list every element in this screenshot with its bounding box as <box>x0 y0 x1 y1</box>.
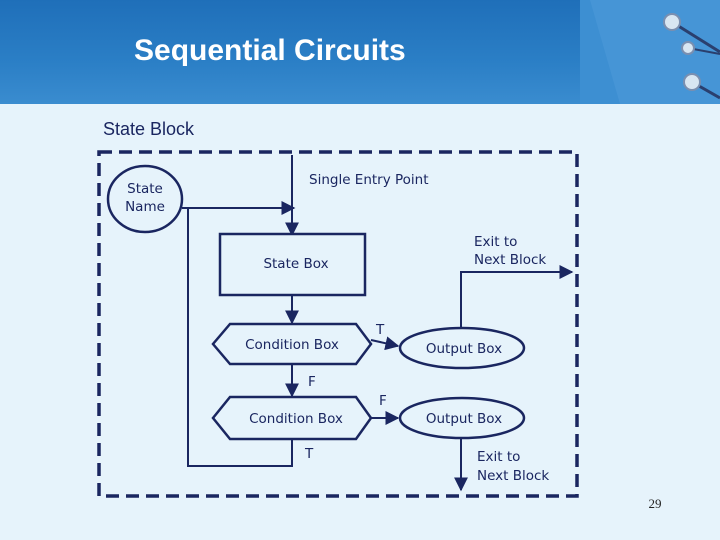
condition-box-2-label: Condition Box <box>249 411 343 427</box>
slide-subtitle: State Block <box>103 119 195 139</box>
exit-1-label-line2: Next Block <box>474 252 546 268</box>
state-box <box>218 232 367 297</box>
false-label-2: F <box>379 393 387 409</box>
exit-1-label-line1: Exit to <box>474 234 517 250</box>
condition-box-1-label: Condition Box <box>245 337 339 353</box>
state-box-label: State Box <box>263 256 328 272</box>
condition-1-true-arrow <box>370 336 400 351</box>
true-label-1: T <box>375 322 385 338</box>
slide-title: Sequential Circuits <box>134 34 406 67</box>
exit-1-arrow <box>460 265 574 345</box>
state-name-label-line1: State <box>127 181 163 197</box>
slide-header: Sequential Circuits <box>0 0 720 104</box>
output-box-1 <box>398 326 526 370</box>
condition-2-true-loop <box>187 208 293 467</box>
state-name-circle <box>106 164 184 234</box>
output-box-2-label: Output Box <box>426 411 502 427</box>
false-label-1: F <box>308 374 316 390</box>
decorative-pins-graphic <box>580 0 720 104</box>
exit-2-label-line2: Next Block <box>477 468 549 484</box>
state-name-label-line2: Name <box>125 199 165 215</box>
output-box-1-label: Output Box <box>426 341 502 357</box>
exit-2-label-line1: Exit to <box>477 449 520 465</box>
condition-box-2 <box>211 395 373 441</box>
state-block-boundary <box>97 150 579 498</box>
condition-box-1 <box>211 322 373 366</box>
page-number: 29 <box>648 496 662 511</box>
true-label-2: T <box>304 446 314 462</box>
single-entry-point-label: Single Entry Point <box>309 172 429 188</box>
